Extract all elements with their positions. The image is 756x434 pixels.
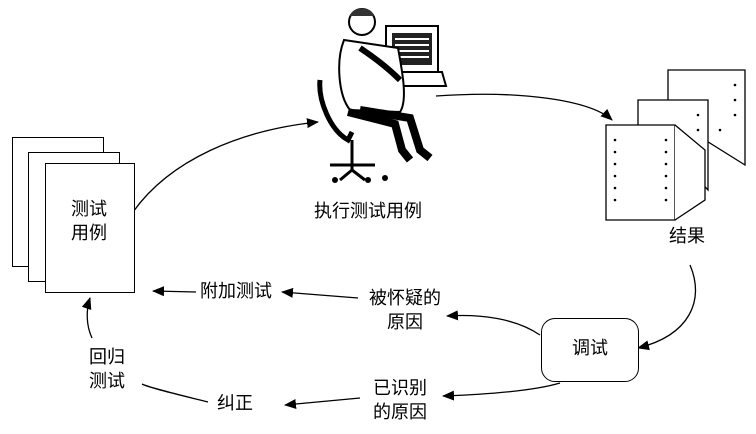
identified-line1: 已识别 — [373, 378, 427, 399]
test-cases-line2: 用例 — [71, 223, 107, 244]
identified-causes-label: 已识别 的原因 — [360, 377, 440, 425]
arrow-regression-to-testcases — [81, 297, 93, 339]
results-label: 结果 — [669, 226, 705, 247]
test-cases-label: 测试 用例 — [45, 198, 133, 246]
arrow-correction-to-regression — [141, 383, 209, 403]
arrow-results-to-debug — [637, 264, 697, 351]
arrow-debug-to-identified — [442, 382, 561, 401]
person-at-computer-icon — [317, 8, 448, 183]
regression-line1: 回归 — [89, 347, 125, 368]
arrow-identified-to-correction — [284, 397, 361, 409]
debug-label: 调试 — [572, 338, 608, 359]
execute-test-cases-label: 执行测试用例 — [314, 201, 422, 222]
arrow-testcases-to-execute — [132, 118, 319, 213]
regression-line2: 测试 — [89, 371, 125, 392]
suspected-causes-label: 被怀疑的 原因 — [360, 287, 450, 335]
correction-label: 纠正 — [217, 393, 253, 414]
arrow-suspected-to-additional — [281, 287, 359, 299]
arrow-additional-to-testcases — [152, 286, 197, 297]
arrow-debug-to-suspected — [446, 310, 541, 336]
debug-box — [541, 318, 639, 382]
identified-line2: 的原因 — [373, 402, 427, 423]
regression-test-label: 回归 测试 — [82, 346, 132, 394]
arrow-execute-to-results — [435, 93, 613, 121]
suspected-line1: 被怀疑的 — [369, 288, 441, 309]
additional-tests-label: 附加测试 — [200, 281, 272, 302]
printout-stack-icon — [605, 69, 746, 221]
suspected-line2: 原因 — [387, 312, 423, 333]
test-cases-line1: 测试 — [71, 199, 107, 220]
